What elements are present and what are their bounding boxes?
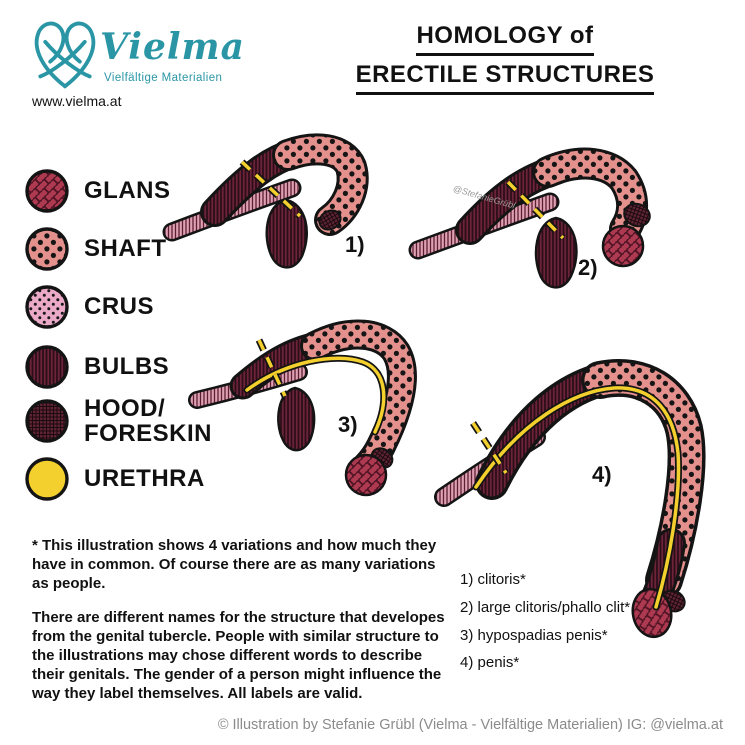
page-title-line2: ERECTILE STRUCTURES <box>355 61 655 95</box>
variant-item-penis: 4) penis* <box>460 654 520 672</box>
vielma-heart-logo <box>34 21 96 89</box>
notes-paragraph-2: There are different names for the struct… <box>32 608 445 703</box>
legend-item-shaft: SHAFT <box>24 226 167 272</box>
notes-block: * This illustration shows 4 variations a… <box>32 536 454 718</box>
brand-website: www.vielma.at <box>32 93 122 109</box>
legend-item-urethra: URETHRA <box>24 456 205 502</box>
figure-2-number: 2) <box>578 255 598 280</box>
variant-list: 1) clitoris* 2) large clitoris/phallo cl… <box>460 566 630 677</box>
figure-3-number: 3) <box>338 412 358 437</box>
legend-item-hood: HOOD/ FORESKIN <box>24 396 212 446</box>
legend-item-bulbs: BULBS <box>24 344 169 390</box>
legend-label-shaft: SHAFT <box>84 235 167 263</box>
hood-swatch-icon <box>25 399 69 443</box>
figure-4-number: 4) <box>592 462 612 487</box>
bulbs-swatch-icon <box>25 345 69 389</box>
variant-item-clitoris: 1) clitoris* <box>460 571 526 588</box>
figure-2-large-clitoris-illustration <box>408 147 651 289</box>
figure-3-hypospadias-penis-illustration <box>188 319 417 497</box>
figure-4-penis-illustration <box>434 359 706 639</box>
legend-label-urethra: URETHRA <box>84 465 205 493</box>
figure-1-clitoris-illustration <box>162 133 369 269</box>
crus-swatch-icon <box>25 285 69 329</box>
brand-name: Vielma <box>100 26 245 68</box>
legend-label-crus: CRUS <box>84 293 155 321</box>
legend-item-crus: CRUS <box>24 284 154 330</box>
glans-swatch-icon <box>25 169 69 213</box>
legend-item-glans: GLANS <box>24 168 171 214</box>
notes-paragraph-1: * This illustration shows 4 variations a… <box>32 537 437 593</box>
footer-credit: © Illustration by Stefanie Grübl (Vielma… <box>217 717 723 733</box>
shaft-swatch-icon <box>25 227 69 271</box>
legend-label-hood: HOOD/ FORESKIN <box>84 395 213 448</box>
variant-item-hypospadias-penis: 3) hypospadias penis* <box>460 626 608 644</box>
brand-tagline: Vielfältige Materialien <box>104 72 223 84</box>
page-title-line1: HOMOLOGY of <box>416 22 594 56</box>
variant-item-large-clitoris: 2) large clitoris/phallo clit* <box>460 598 631 616</box>
legend-label-glans: GLANS <box>84 177 171 205</box>
page-title: HOMOLOGY of ERECTILE STRUCTURES <box>345 22 665 100</box>
urethra-swatch-icon <box>25 457 69 501</box>
figure-1-number: 1) <box>345 232 365 257</box>
legend-label-bulbs: BULBS <box>84 353 170 381</box>
